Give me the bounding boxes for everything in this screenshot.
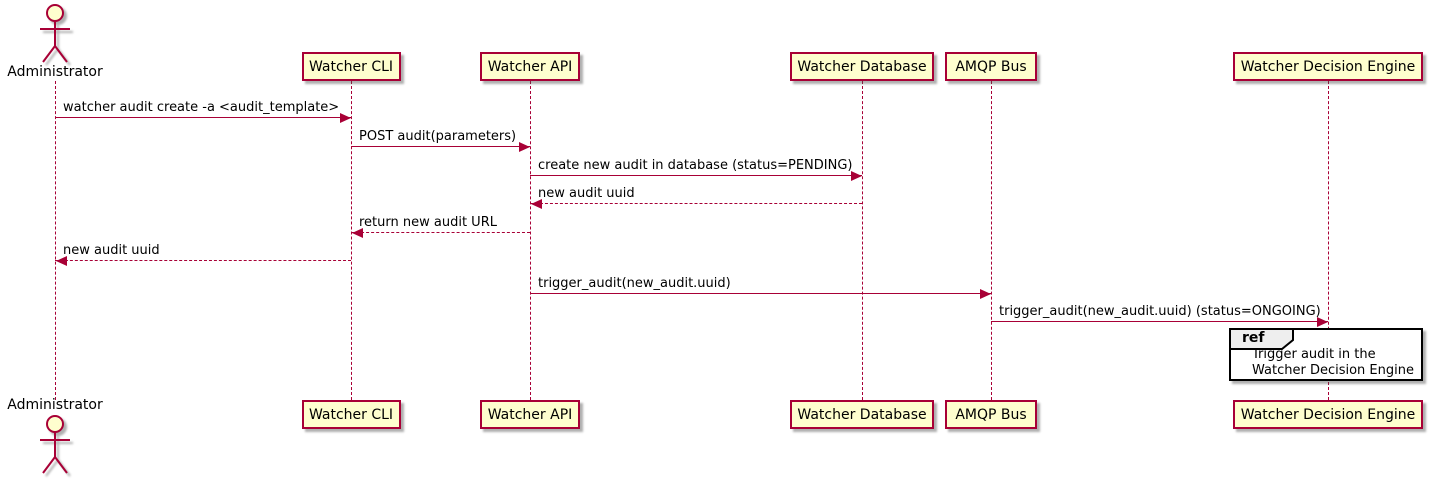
lifeline-amqp-bus: [991, 81, 992, 400]
ref-body-text: Trigger audit in the Watcher Decision En…: [1252, 347, 1414, 379]
message-label-2: POST audit(parameters): [359, 129, 517, 144]
message-label-3: create new audit in database (status=PEN…: [538, 158, 853, 173]
message-arrowhead-5: [352, 228, 363, 238]
message-arrowhead-4: [531, 199, 542, 209]
participant-box-amqp-bus-top: AMQP Bus: [945, 52, 1037, 81]
message-arrowhead-7: [980, 289, 991, 299]
participant-box-watcher-cli-top: Watcher CLI: [301, 52, 401, 81]
ref-pentagon-icon: [1229, 328, 1294, 350]
message-label-5: return new audit URL: [359, 215, 497, 230]
participant-box-watcher-api-bottom: Watcher API: [480, 400, 580, 429]
ref-fragment: ref Trigger audit in the Watcher Decisio…: [1229, 328, 1423, 381]
message-line-1: [55, 117, 351, 118]
lifeline-watcher-cli: [351, 81, 352, 400]
lifeline-administrator: [55, 81, 56, 400]
message-arrowhead-3: [851, 171, 862, 181]
message-arrowhead-1: [340, 113, 351, 123]
message-arrowhead-6: [56, 256, 67, 266]
participant-box-watcher-cli-bottom: Watcher CLI: [301, 400, 401, 429]
lifeline-watcher-api: [530, 81, 531, 400]
message-label-8: trigger_audit(new_audit.uuid) (status=ON…: [999, 304, 1321, 319]
message-label-4: new audit uuid: [538, 186, 635, 201]
actor-label-top: Administrator: [7, 64, 103, 80]
actor-icon: [40, 4, 70, 63]
ref-keyword: ref: [1242, 330, 1265, 346]
message-arrowhead-2: [519, 142, 530, 152]
message-line-3: [530, 175, 862, 176]
ref-body-line-2: Watcher Decision Engine: [1252, 363, 1414, 378]
message-label-7: trigger_audit(new_audit.uuid): [538, 276, 731, 291]
actor-figure-top: [23, 2, 87, 70]
participant-box-watcher-api-top: Watcher API: [480, 52, 580, 81]
participant-box-watcher-database-top: Watcher Database: [790, 52, 934, 81]
message-line-4: [530, 203, 862, 204]
lifeline-watcher-database: [862, 81, 863, 400]
message-line-8: [991, 321, 1328, 322]
message-line-5: [351, 232, 530, 233]
participant-box-amqp-bus-bottom: AMQP Bus: [945, 400, 1037, 429]
participant-box-watcher-decision-engine-bottom: Watcher Decision Engine: [1233, 400, 1423, 429]
actor-figure-bottom: [23, 413, 87, 481]
message-line-6: [55, 260, 351, 261]
actor-label-bottom: Administrator: [7, 397, 103, 413]
message-label-6: new audit uuid: [63, 243, 160, 258]
message-label-1: watcher audit create -a <audit_template>: [63, 100, 340, 115]
message-line-7: [530, 293, 991, 294]
ref-body-line-1: Trigger audit in the: [1252, 347, 1376, 362]
actor-icon: [40, 415, 70, 474]
message-line-2: [351, 146, 530, 147]
message-arrowhead-8: [1317, 317, 1328, 327]
participant-box-watcher-database-bottom: Watcher Database: [790, 400, 934, 429]
participant-box-watcher-decision-engine-top: Watcher Decision Engine: [1233, 52, 1423, 81]
lifeline-watcher-decision-engine: [1328, 81, 1329, 400]
